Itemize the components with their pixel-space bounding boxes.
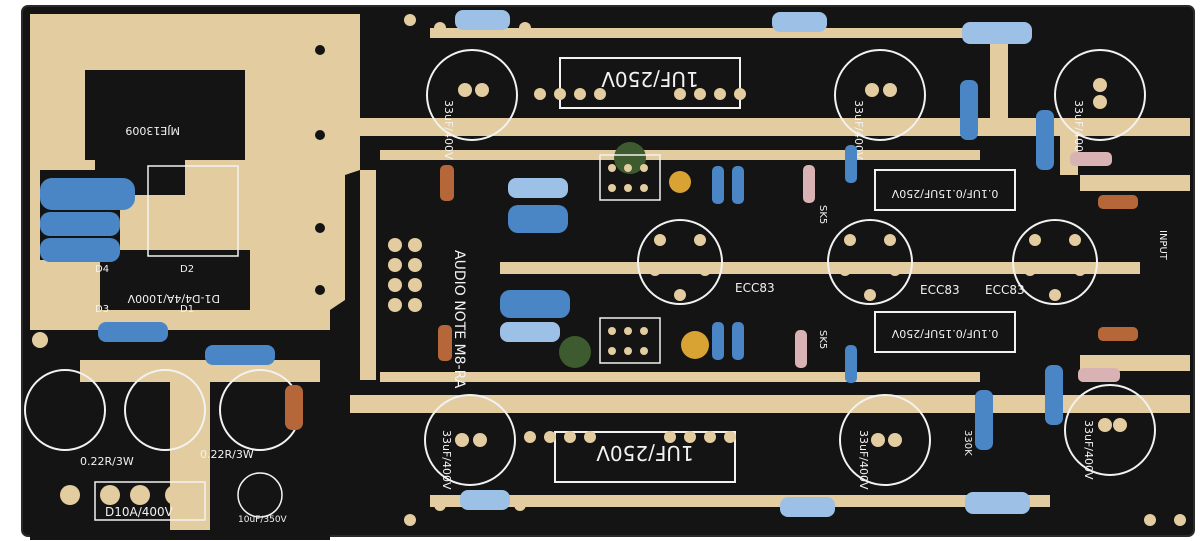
film-cap-top: 1UF/250V — [534, 57, 746, 109]
small-cap-top — [874, 169, 1016, 211]
resistor-mid-2 — [508, 205, 568, 233]
res-330k-bottom-label: 330K — [962, 430, 973, 456]
ceramic-cap-yellow-1 — [669, 171, 691, 193]
tube-socket-2: ECC83 — [827, 219, 960, 305]
diode-d4-label: D4 — [95, 264, 109, 275]
electro-label-3: 33uF/400V — [1072, 100, 1085, 160]
res-022-label-b: 0.22R/3W — [200, 448, 254, 461]
model-label: AUDIO NOTE M8-RA — [451, 250, 467, 389]
transistor-label: MJE13009 — [125, 124, 180, 137]
resistor-top-2 — [772, 12, 827, 32]
resistor-mid-4 — [500, 322, 560, 342]
sk5-top-label: SK5 — [817, 205, 828, 224]
resistor-top-1 — [455, 10, 510, 30]
small-cap-bottom — [874, 311, 1016, 353]
tube-label-2: ECC83 — [920, 283, 960, 297]
diode-bridge-label: D1-D4/4A/1000V — [127, 292, 220, 305]
diode-d3-label: D3 — [95, 304, 109, 315]
tube-label-3: ECC83 — [985, 283, 1025, 297]
electro-label-1: 33uF/400V — [442, 100, 455, 160]
resistor-vertical-1 — [960, 80, 978, 140]
resistor-large-1 — [40, 178, 135, 210]
resistor-vertical-3 — [975, 390, 993, 450]
ceramic-cap-green-1 — [614, 142, 646, 174]
electrolytic-footprints — [424, 49, 1156, 486]
diode-d1-label: D1 — [180, 304, 194, 315]
input-label: INPUT — [1157, 230, 1168, 261]
electro-label-5: 33uF/400V — [857, 430, 870, 490]
small-cap-top-label: 0.1UF/0.15UF/250V — [891, 187, 998, 200]
resistor-left-4 — [98, 322, 168, 342]
small-cap-bottom-label: 0.1UF/0.15UF/250V — [891, 327, 998, 340]
tube-label-1: ECC83 — [735, 281, 775, 295]
ceramic-cap-yellow-2 — [681, 331, 709, 359]
tube-socket-1: ECC83 — [637, 219, 775, 305]
cap-bottom-label: 1UF/250V — [596, 441, 694, 465]
small-electro-label: 10uF/350V — [238, 515, 288, 525]
resistor-large-3 — [40, 238, 120, 262]
film-cap-bottom: 1UF/250V — [524, 431, 736, 483]
electro-label-4: 33uF/400V — [440, 430, 453, 490]
resistor-mid-1 — [508, 178, 568, 198]
resistor-vertical-2 — [1036, 110, 1054, 170]
resistor-large-2 — [40, 212, 120, 236]
tube-socket-3: ECC83 — [985, 219, 1098, 305]
resistor-top-3 — [962, 22, 1032, 44]
resistors — [40, 10, 1063, 517]
electro-label-6: 33uF/400V — [1082, 420, 1095, 480]
cap-top-label: 1UF/250V — [601, 67, 699, 91]
resistor-mid-3 — [500, 290, 570, 318]
resistor-left-5 — [205, 345, 275, 365]
fuse-cap-label: D10A/400V — [105, 505, 174, 519]
diode-bridge-outline — [147, 165, 239, 257]
res-022-label-a: 0.22R/3W — [80, 455, 134, 468]
sk5-bottom-label: SK5 — [817, 330, 828, 349]
diode-d2-label: D2 — [180, 264, 194, 275]
resistor-vertical-4 — [1045, 365, 1063, 425]
ceramic-cap-green-2 — [559, 336, 591, 368]
electro-label-2: 33uF/400V — [852, 100, 865, 160]
